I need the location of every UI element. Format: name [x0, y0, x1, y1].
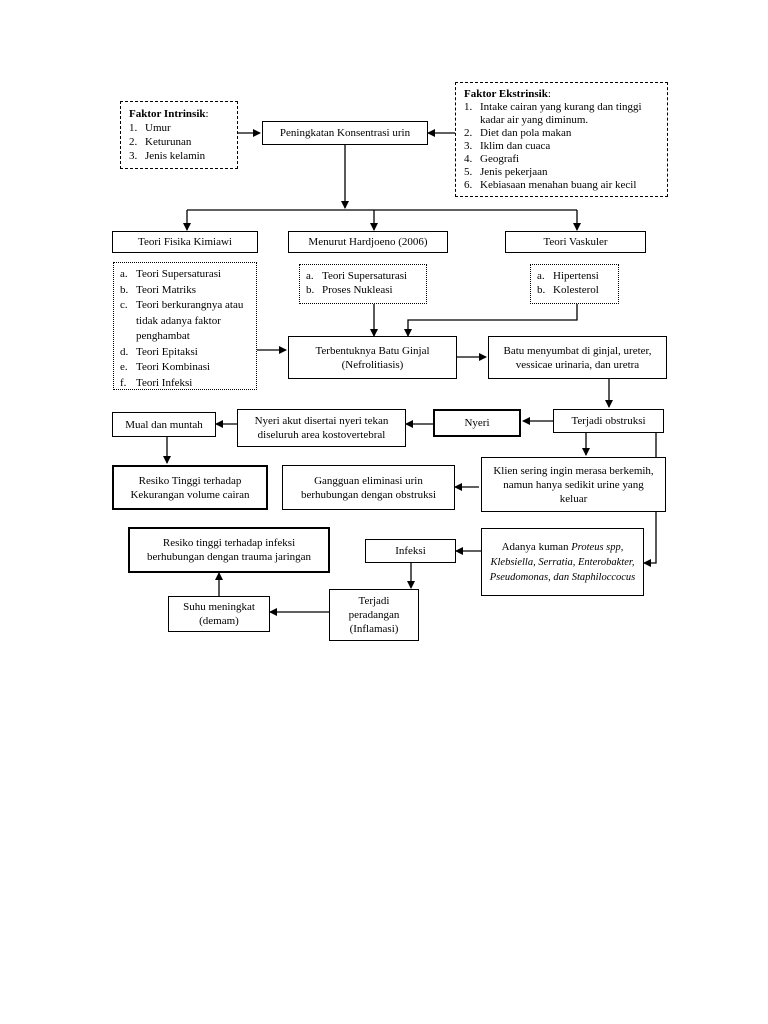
faktor-intrinsik-list: 1.Umur 2.Keturunan 3.Jenis kelamin [129, 121, 229, 163]
faktor-intrinsik-heading: Faktor Intrinsik: [129, 108, 209, 120]
list-item: f.Teori Infeksi [120, 376, 193, 389]
teori-fisika-kimiawi-box: Teori Fisika Kimiawi [112, 231, 258, 253]
suhu-meningkat-label: Suhu meningkat [183, 601, 255, 613]
list-item: 2.Diet dan pola makan [464, 127, 572, 139]
klien-berkemih-box: Klien sering ingin merasa berkemih, namu… [481, 457, 666, 512]
nyeri-box: Nyeri [433, 409, 521, 437]
batu-menyumbat-label: Batu menyumbat di ginjal, ureter, vessic… [503, 344, 652, 371]
terjadi-obstruksi-label: Terjadi obstruksi [571, 415, 646, 427]
list-item: e.Teori Kombinasi [120, 361, 211, 373]
list-item: a.Hipertensi [537, 270, 599, 282]
list-item: d.Teori Epitaksi [120, 345, 198, 358]
inflamasi-label: (Inflamasi) [349, 623, 399, 635]
batu-ginjal-label: Terbentuknya Batu Ginjal [315, 344, 430, 357]
list-item: 2.Keturunan [129, 136, 192, 148]
teori-vaskuler-box: Teori Vaskuler [505, 231, 646, 253]
faktor-ekstrinsik-box: Faktor Ekstrinsik: 1.Intake cairan yang … [455, 82, 668, 197]
suhu-meningkat-box: Suhu meningkat (demam) [168, 596, 270, 632]
faktor-ekstrinsik-list: 1.Intake cairan yang kurang dan tinggi k… [464, 101, 659, 192]
adanya-kuman-text: Adanya kuman Proteus spp, Klebsiella, Se… [488, 540, 637, 585]
peradangan-label: peradangan [348, 609, 400, 621]
adanya-kuman-box: Adanya kuman Proteus spp, Klebsiella, Se… [481, 528, 644, 596]
list-item: 3.Iklim dan cuaca [464, 140, 551, 152]
hardjoeno-list: a.Teori Supersaturasi b.Proses Nukleasi [306, 269, 420, 297]
list-item: 6.Kebiasaan menahan buang air kecil [464, 179, 637, 191]
vaskuler-list: a.Hipertensi b.Kolesterol [537, 269, 612, 297]
arrow-vaskuler-list-to-batu [404, 304, 578, 337]
list-item: b.Kolesterol [537, 284, 599, 296]
teori-fisika-kimiawi-label: Teori Fisika Kimiawi [138, 236, 232, 248]
infeksi-box: Infeksi [365, 539, 456, 563]
list-item: 1.Umur [129, 122, 171, 134]
kekurangan-cairan-label: Kekurangan volume cairan [130, 488, 250, 501]
mual-muntah-box: Mual dan muntah [112, 412, 216, 437]
list-item: 3.Jenis kelamin [129, 150, 206, 162]
list-item: b.Teori Matriks [120, 283, 197, 296]
nyeri-label: Nyeri [464, 417, 490, 429]
list-item: a.Teori Supersaturasi [306, 270, 408, 282]
vaskuler-list-box: a.Hipertensi b.Kolesterol [530, 264, 619, 304]
resiko-infeksi-box: Resiko tinggi terhadap infeksi berhubung… [128, 527, 330, 573]
hardjoeno-label: Menurut Hardjoeno (2006) [308, 236, 428, 248]
terjadi-obstruksi-box: Terjadi obstruksi [553, 409, 664, 433]
batu-ginjal-box: Terbentuknya Batu Ginjal (Nefrolitiasis) [288, 336, 457, 379]
list-item: 5.Jenis pekerjaan [464, 166, 548, 178]
terjadi-peradangan-box: Terjadi peradangan (Inflamasi) [329, 589, 419, 641]
teori-fisika-list: a.Teori Supersaturasi b.Teori Matriks c.… [120, 267, 250, 391]
hardjoeno-list-box: a.Teori Supersaturasi b.Proses Nukleasi [299, 264, 427, 304]
list-item: 1.Intake cairan yang kurang dan tinggi k… [464, 101, 642, 126]
mual-muntah-label: Mual dan muntah [125, 418, 203, 431]
hardjoeno-box: Menurut Hardjoeno (2006) [288, 231, 448, 253]
faktor-ekstrinsik-heading: Faktor Ekstrinsik: [464, 88, 551, 100]
infeksi-label: Infeksi [395, 545, 426, 557]
gangguan-eliminasi-box: Gangguan eliminasi urin berhubungan deng… [282, 465, 455, 510]
teori-vaskuler-label: Teori Vaskuler [543, 236, 608, 248]
list-item: b.Proses Nukleasi [306, 284, 393, 296]
adanya-kuman-label: Adanya kuman [501, 540, 569, 553]
kuman-species-label: Proteus spp, Klebsiella, Serratia, Enter… [489, 541, 636, 583]
gangguan-eliminasi-label: Gangguan eliminasi urin berhubungan deng… [300, 474, 437, 501]
nefrolitiasis-label: (Nefrolitiasis) [341, 358, 404, 371]
nyeri-akut-box: Nyeri akut disertai nyeri tekan diseluru… [237, 409, 406, 447]
peningkatan-konsentrasi-label: Peningkatan Konsentrasi urin [279, 127, 411, 139]
resiko-infeksi-label: Resiko tinggi terhadap infeksi berhubung… [146, 537, 312, 563]
teori-fisika-list-box: a.Teori Supersaturasi b.Teori Matriks c.… [113, 262, 257, 390]
list-item: a.Teori Supersaturasi [120, 268, 222, 280]
list-item: 4.Geografi [464, 153, 520, 165]
terjadi-label: Terjadi [358, 595, 390, 607]
peningkatan-konsentrasi-box: Peningkatan Konsentrasi urin [262, 121, 428, 145]
demam-label: (demam) [199, 615, 239, 627]
resiko-kekurangan-cairan-box: Resiko Tinggi terhadap Kekurangan volume… [112, 465, 268, 510]
nyeri-akut-label: Nyeri akut disertai nyeri tekan diseluru… [254, 415, 389, 441]
list-item: c.Teori berkurangnya atau tidak adanya f… [120, 299, 244, 342]
faktor-intrinsik-box: Faktor Intrinsik: 1.Umur 2.Keturunan 3.J… [120, 101, 238, 169]
batu-menyumbat-box: Batu menyumbat di ginjal, ureter, vessic… [488, 336, 667, 379]
klien-berkemih-label: Klien sering ingin merasa berkemih, namu… [493, 464, 654, 505]
resiko-cairan-label: Resiko Tinggi terhadap [138, 474, 242, 487]
